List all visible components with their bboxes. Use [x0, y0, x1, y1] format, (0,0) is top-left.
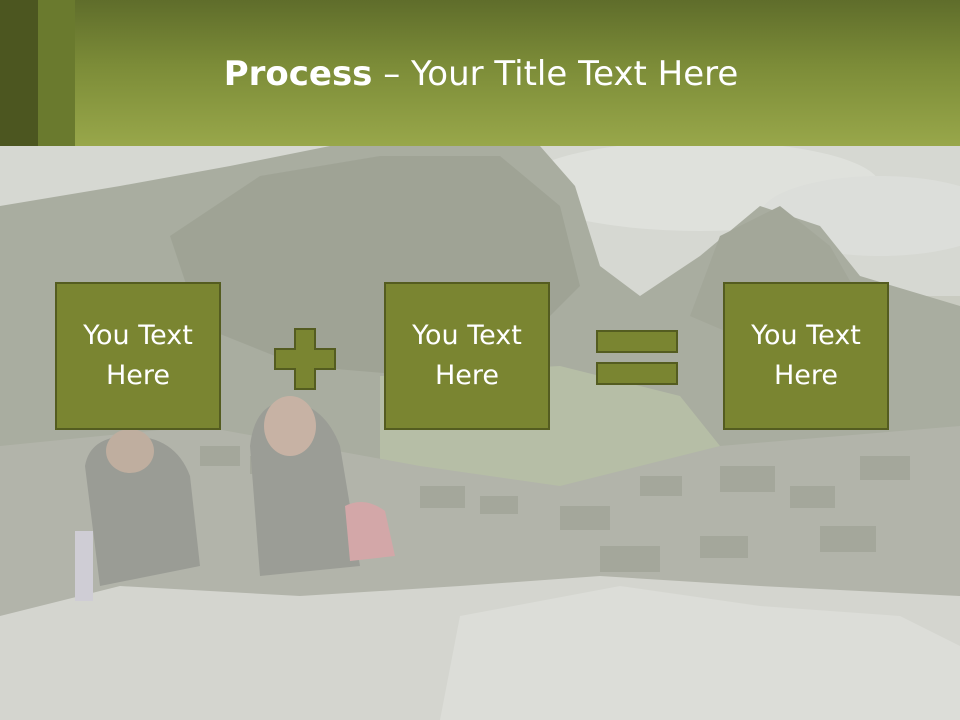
process-box-1[interactable]: You Text Here [55, 282, 221, 430]
header-accent-mid [38, 0, 75, 146]
process-box-1-label: You Text Here [83, 320, 193, 391]
process-box-2[interactable]: You Text Here [384, 282, 550, 430]
equals-icon [596, 330, 678, 386]
slide-title[interactable]: Process – Your Title Text Here [75, 48, 887, 100]
title-rest: – Your Title Text Here [372, 54, 739, 94]
title-bar: Process – Your Title Text Here [0, 0, 960, 146]
process-box-3-label: You Text Here [751, 320, 861, 391]
header-accent-dark [0, 0, 38, 146]
background-photo [0, 146, 960, 720]
title-bold: Process [223, 54, 373, 94]
process-box-2-label: You Text Here [412, 320, 522, 391]
plus-icon [274, 328, 336, 390]
process-box-3[interactable]: You Text Here [723, 282, 889, 430]
